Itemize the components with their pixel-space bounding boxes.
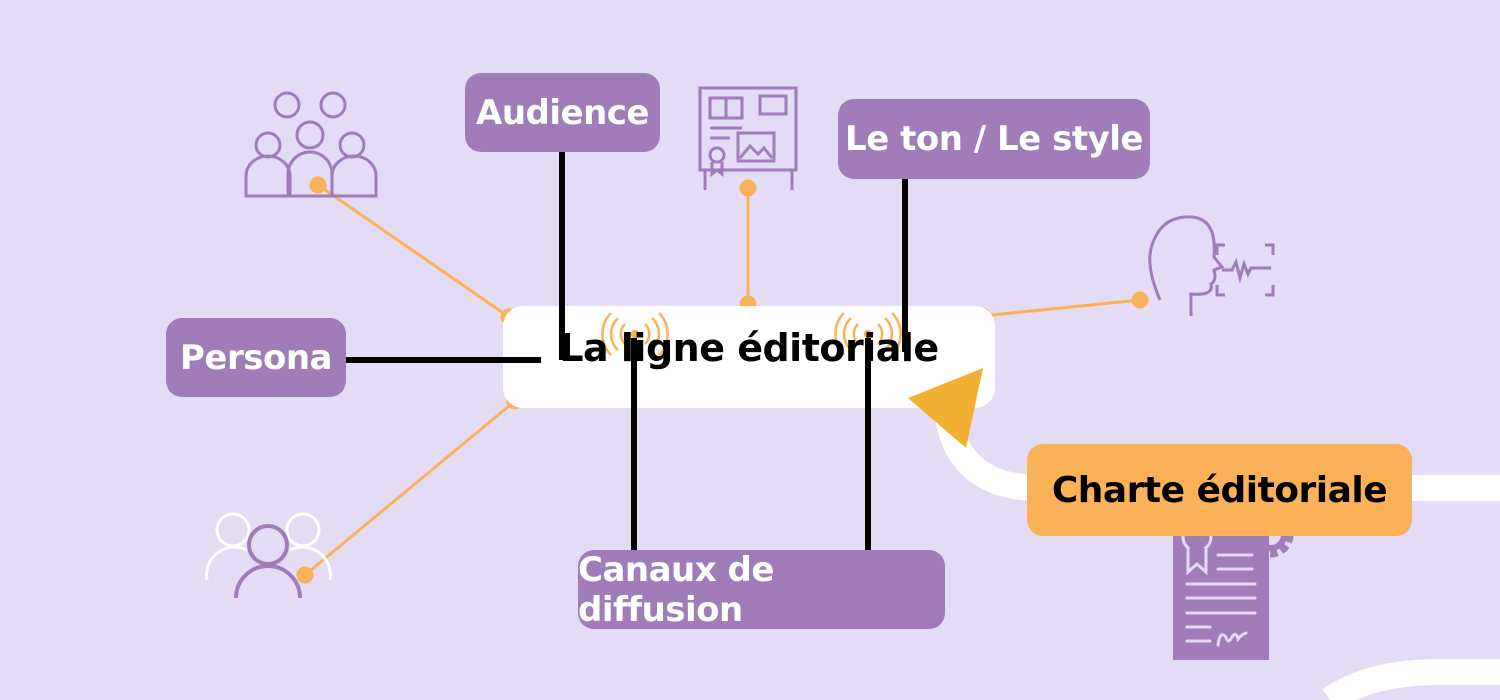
pointer-triangle <box>908 368 983 448</box>
editorial-board-icon <box>698 86 798 190</box>
central-node-box <box>503 306 995 408</box>
node-tone-style[interactable]: Le ton / Le style <box>838 99 1150 179</box>
node-editorial-charter[interactable]: Charte éditoriale <box>1027 444 1412 536</box>
flow-path-bottom <box>1322 659 1500 700</box>
node-channels[interactable]: Canaux de diffusion <box>578 550 945 630</box>
persona-users-icon <box>205 512 332 599</box>
group-of-people-icon <box>244 91 378 198</box>
black-connectors <box>346 152 908 550</box>
node-persona[interactable]: Persona <box>166 318 346 397</box>
node-audience[interactable]: Audience <box>465 73 660 152</box>
speaking-head-icon <box>1148 215 1275 316</box>
certificate-document-icon <box>1173 512 1294 660</box>
central-title: La ligne éditoriale <box>559 326 939 370</box>
broadcast-signal-icon <box>601 312 902 356</box>
